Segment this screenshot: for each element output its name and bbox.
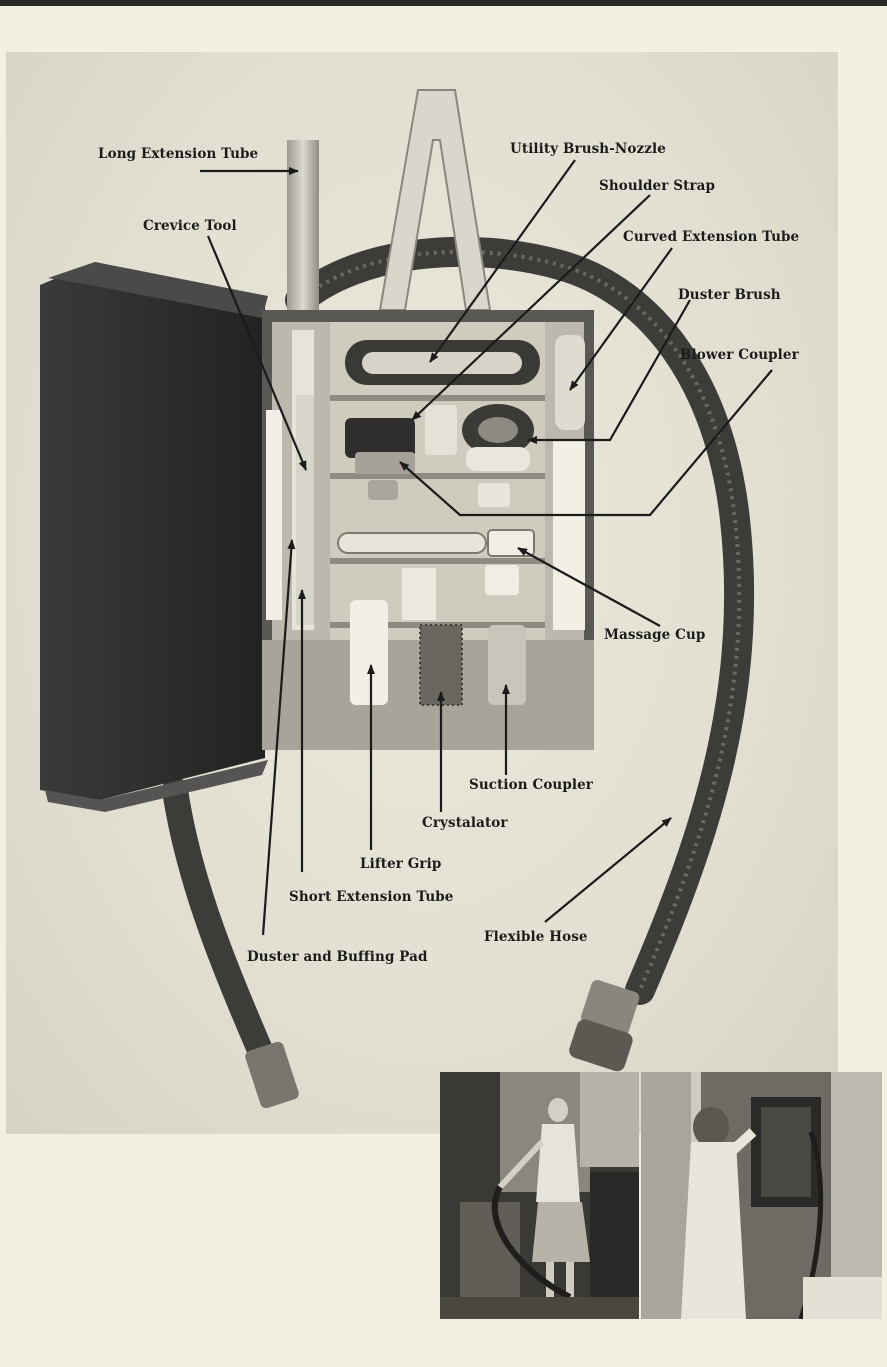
product-illustration (6, 52, 838, 1134)
flexible-hose-lower (175, 790, 275, 1085)
crevice-tool (296, 395, 314, 625)
blower-coupler (355, 452, 415, 474)
label-curved-extension-tube: Curved Extension Tube (623, 229, 799, 245)
label-long-extension-tube: Long Extension Tube (98, 146, 258, 162)
label-short-extension-tube: Short Extension Tube (289, 889, 454, 905)
leader-flexible-hose (545, 818, 671, 922)
label-suction-coupler: Suction Coupler (469, 777, 593, 793)
cabinet-illustration (6, 52, 838, 1134)
hose-end-left (244, 1040, 301, 1109)
label-massage-cup: Massage Cup (604, 627, 705, 643)
photo-woman-vacuuming-art (440, 1072, 639, 1319)
label-duster-and-buffing-pad: Duster and Buffing Pad (247, 949, 428, 965)
photo-woman-at-cabinet (641, 1072, 882, 1319)
label-blower-coupler: Blower Coupler (680, 347, 799, 363)
label-lifter-grip: Lifter Grip (360, 856, 441, 872)
label-utility-brush-nozzle: Utility Brush-Nozzle (510, 141, 666, 157)
shoulder-strap-art (380, 90, 490, 310)
label-crystalator: Crystalator (422, 815, 508, 831)
photo-woman-at-cabinet-art (641, 1072, 882, 1319)
photo-woman-vacuuming (440, 1072, 639, 1319)
label-flexible-hose: Flexible Hose (484, 929, 588, 945)
label-shoulder-strap: Shoulder Strap (599, 178, 715, 194)
cabinet-door (40, 262, 265, 800)
label-crevice-tool: Crevice Tool (143, 218, 237, 234)
label-duster-brush: Duster Brush (678, 287, 781, 303)
top-rule (0, 0, 887, 6)
